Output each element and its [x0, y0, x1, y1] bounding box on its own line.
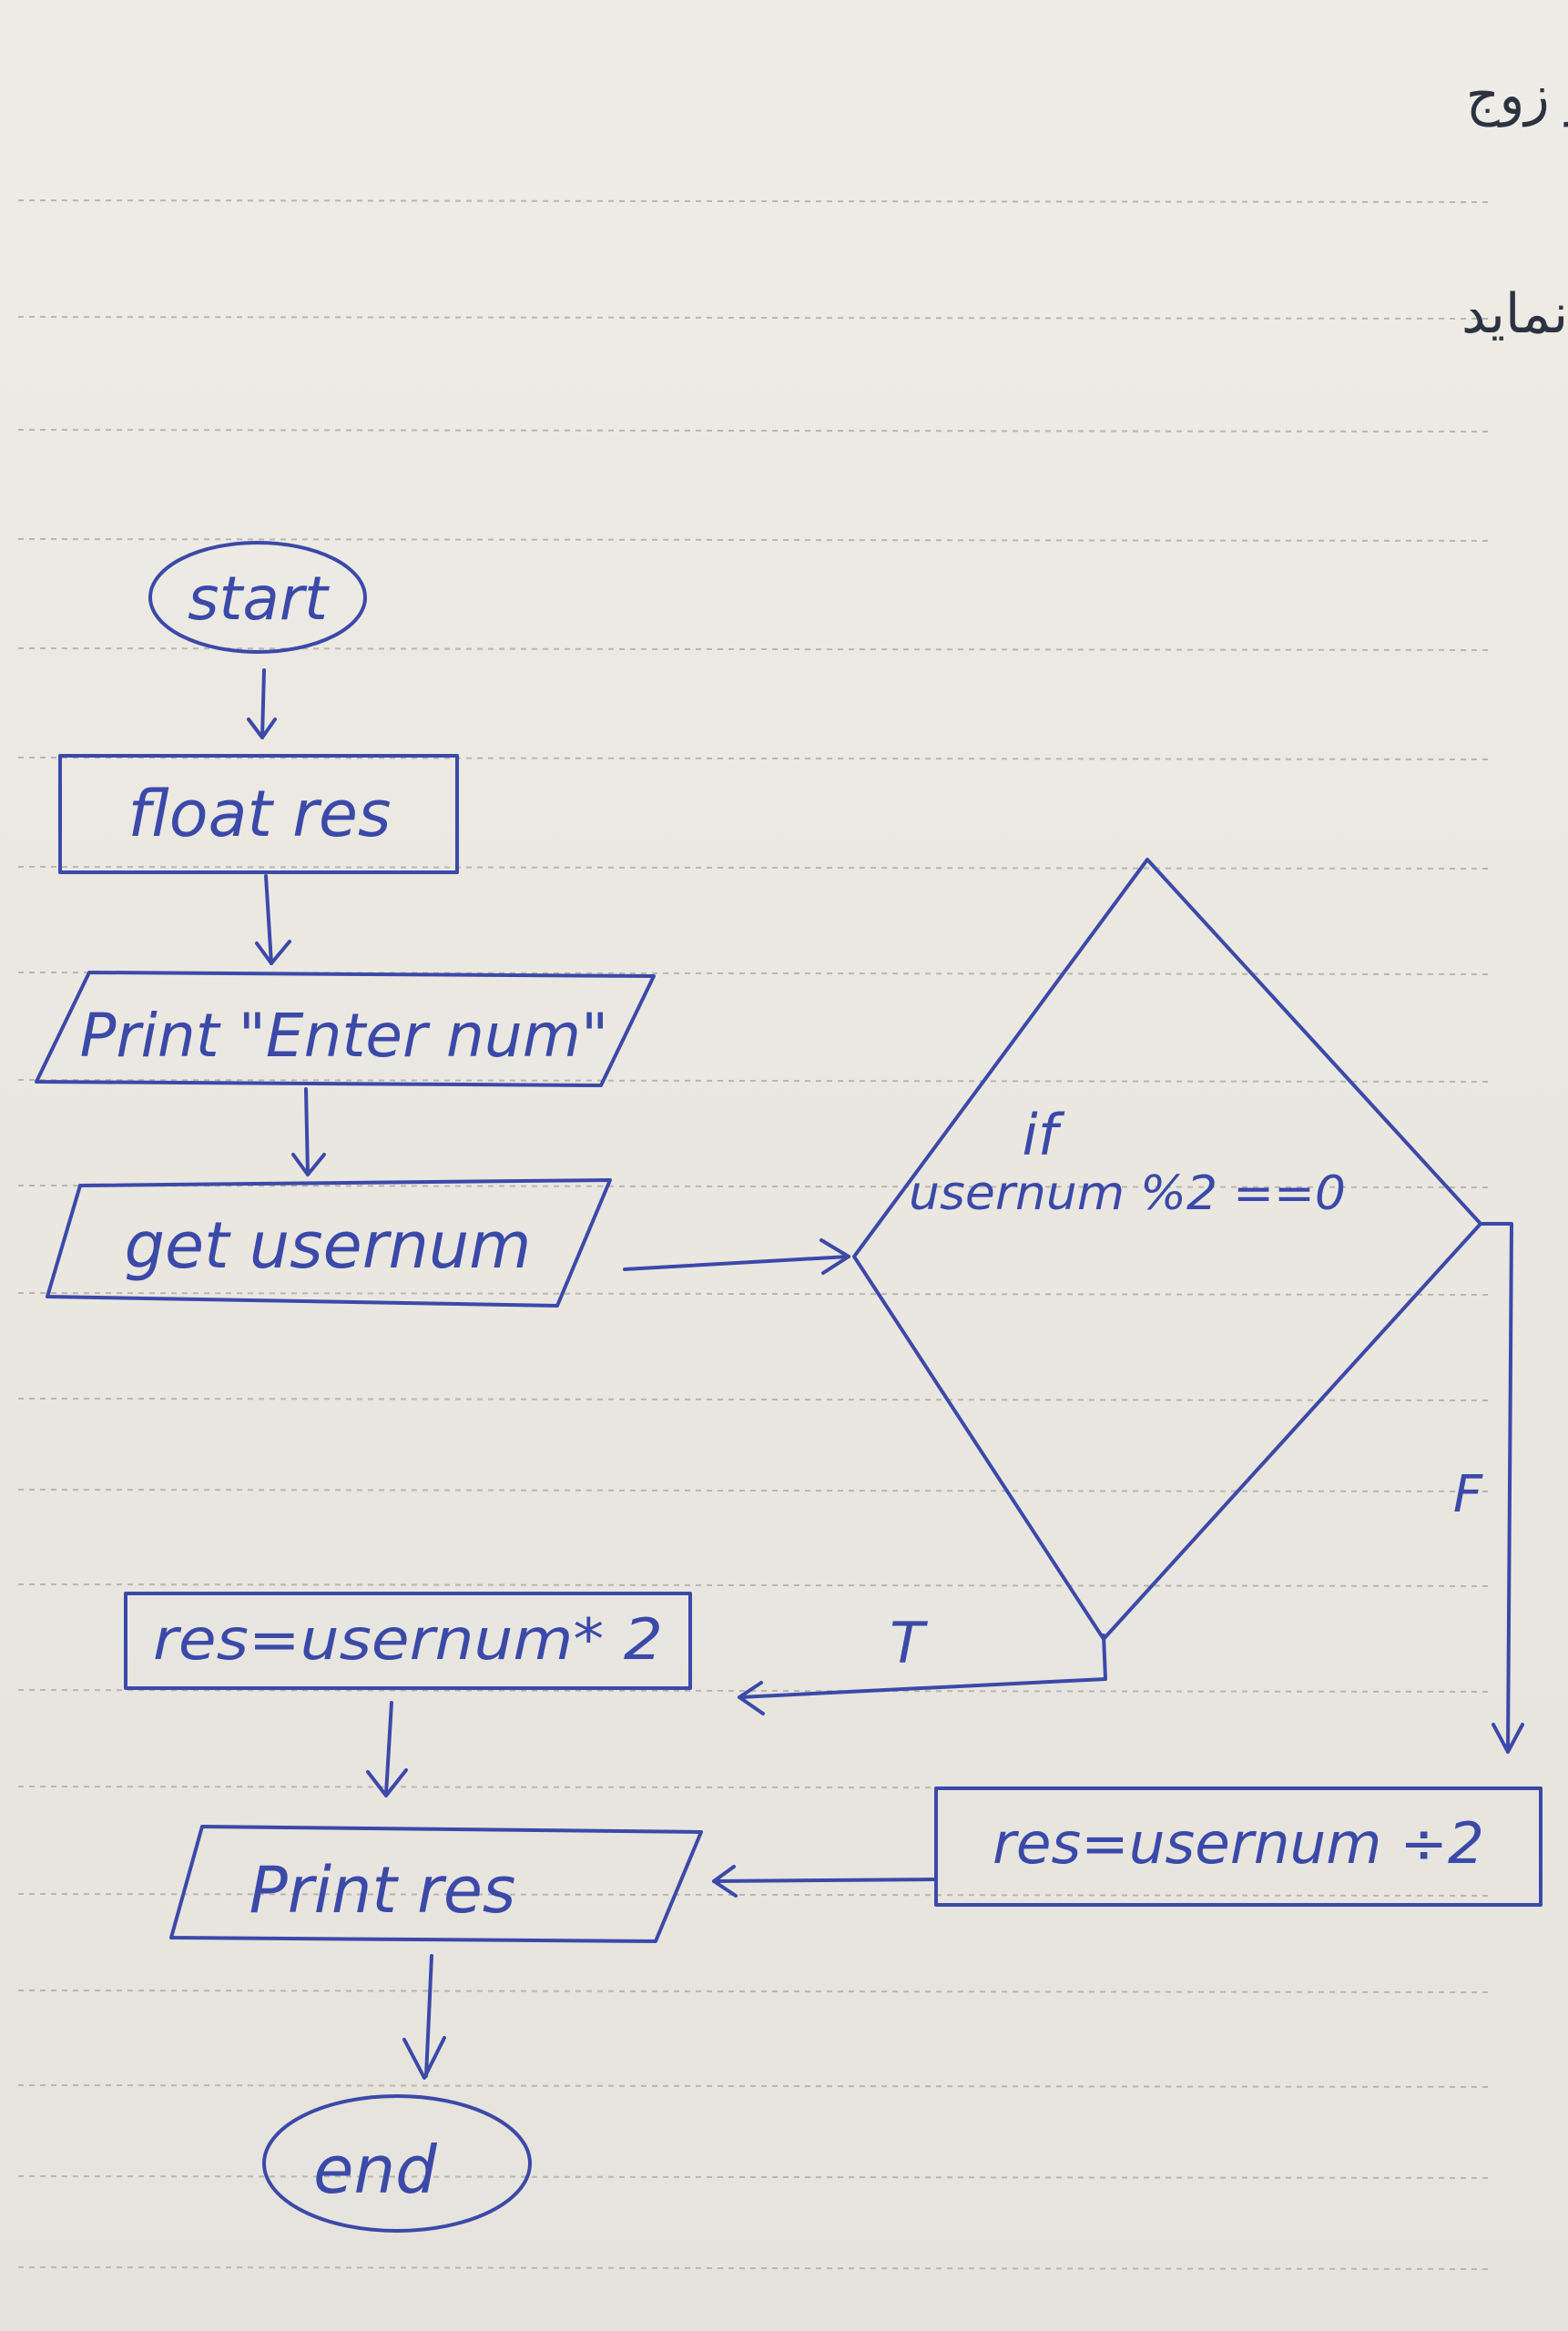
- declare-process-box: [58, 754, 459, 874]
- false-process-box: [934, 1786, 1543, 1907]
- arrow-declare-to-prompt: [255, 874, 291, 965]
- declare-label: float res: [128, 777, 392, 851]
- decision-diamond: [852, 858, 1482, 1641]
- false-process-label: res=usernum ÷2: [993, 1810, 1484, 1877]
- heading-line-2: بود ۲ برابر و اگر فرد بود، نصف کرده و سپ…: [1461, 282, 1568, 346]
- input-io-parallelogram: [46, 1178, 612, 1308]
- heading-line-1: فلوچارت برنامه‌ای را رسم کرده که یک عدد …: [1466, 64, 1568, 127]
- arrow-true-branch: [738, 1634, 1107, 1715]
- arrow-output-to-end: [402, 1954, 446, 2080]
- decision-condition: usernum %2 ==0: [909, 1166, 1346, 1221]
- prompt-io-parallelogram: [35, 971, 656, 1087]
- output-label: Print res: [249, 1853, 516, 1928]
- arrow-prompt-to-input: [291, 1087, 326, 1176]
- arrow-false-process-to-output: [712, 1865, 938, 1898]
- end-terminator: [262, 2094, 532, 2233]
- input-label: get usernum: [125, 1208, 532, 1283]
- arrow-true-process-to-output: [366, 1701, 408, 1797]
- start-label: start: [188, 564, 330, 634]
- arrow-start-to-declare: [247, 668, 277, 739]
- arrow-input-to-decision: [623, 1238, 850, 1275]
- output-io-parallelogram: [169, 1825, 703, 1943]
- prompt-label: Print "Enter num": [80, 1001, 609, 1071]
- true-branch-label: T: [890, 1610, 928, 1676]
- true-process-label: res=usernum* 2: [153, 1606, 663, 1673]
- start-terminator: [148, 541, 367, 654]
- end-label: end: [313, 2132, 438, 2208]
- decision-keyword: if: [1022, 1102, 1064, 1168]
- false-branch-label: F: [1453, 1465, 1483, 1524]
- arrow-false-branch: [1479, 1222, 1524, 1754]
- true-process-box: [124, 1592, 692, 1690]
